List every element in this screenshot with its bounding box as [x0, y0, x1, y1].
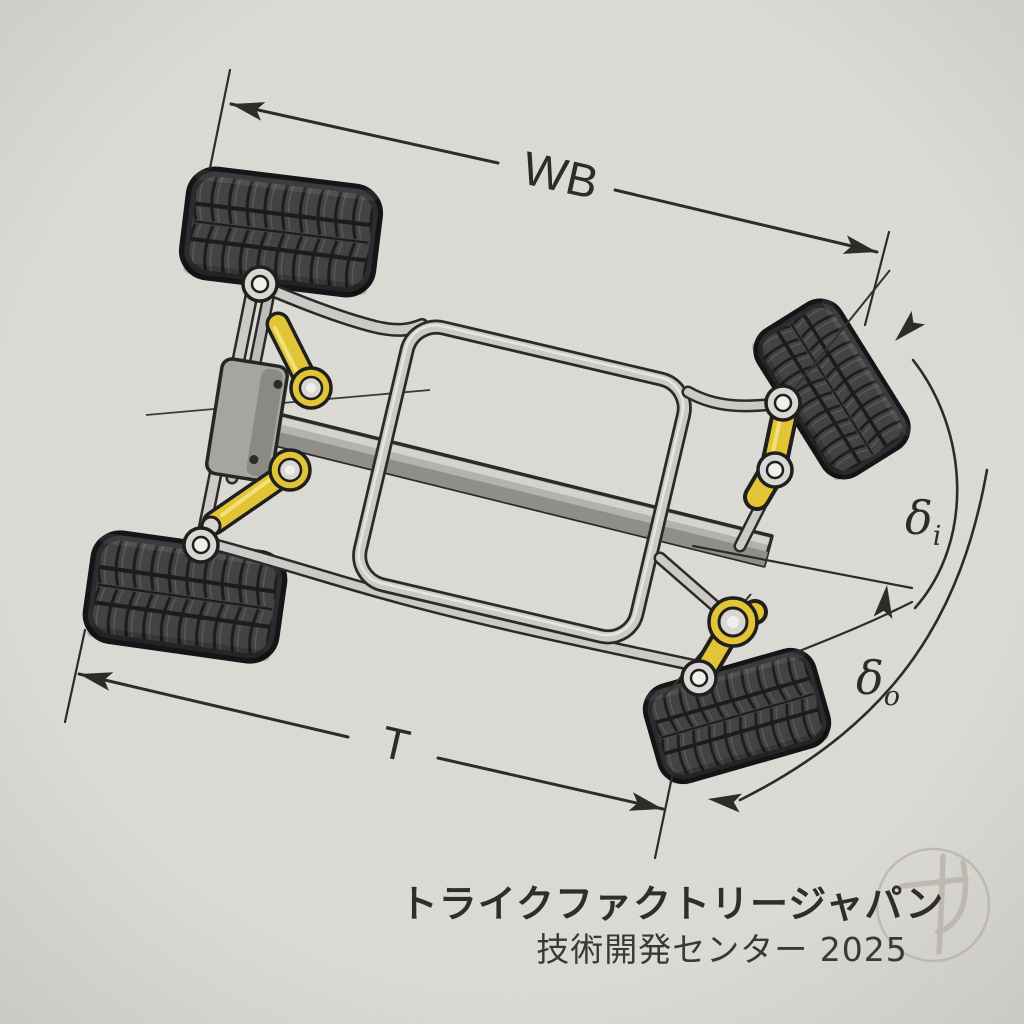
- kart-chassis-illustration: [82, 166, 918, 788]
- steering-reference-line: [691, 544, 914, 590]
- wb-extension-tick-left: [208, 68, 232, 170]
- company-name: トライクファクトリージャパン: [400, 882, 944, 926]
- hub-joint-top-left: [241, 265, 279, 303]
- knuckle-bottom-right: [680, 596, 768, 697]
- wb-extension-tick-right: [863, 230, 891, 327]
- lower-frame-rail: [198, 535, 704, 673]
- hub-joint-bottom-left: [182, 526, 220, 564]
- department-year: 技術開発センター 2025: [536, 930, 907, 969]
- tie-rod-upper-left: [265, 311, 333, 410]
- factory-logo-icon: [875, 847, 991, 963]
- t-extension-tick-left: [63, 628, 87, 724]
- t-extension-tick-right: [653, 770, 675, 860]
- steering-angle-inner: δi: [873, 310, 959, 619]
- kingpin-axis-line-top: [783, 269, 891, 403]
- knuckle-top-right: [743, 384, 802, 511]
- seat-frame: [352, 319, 692, 645]
- tie-rod-lower-left: [200, 448, 312, 537]
- upper-control-arm: [255, 279, 429, 337]
- steering-angle-outer: δo: [706, 468, 989, 813]
- wheel-top-left: [178, 166, 383, 298]
- footer: トライクファクトリージャパン 技術開発センター 2025: [400, 882, 944, 969]
- delta-inner-label: δi: [905, 491, 941, 552]
- main-spine-beam: [228, 402, 774, 568]
- steering-block: [205, 357, 289, 483]
- delta-outer-label: δo: [856, 651, 900, 712]
